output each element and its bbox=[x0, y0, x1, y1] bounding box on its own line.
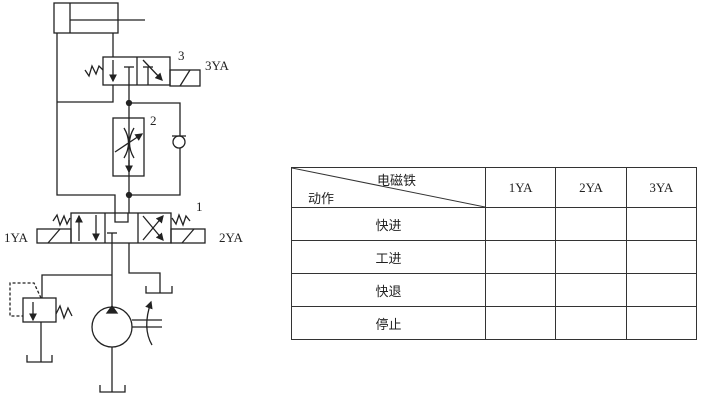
action-cell: 停止 bbox=[291, 306, 486, 340]
corner-top-label: 电磁铁 bbox=[377, 173, 417, 188]
table-row: 快退 bbox=[291, 273, 698, 307]
spring-icon bbox=[84, 64, 104, 78]
action-cell: 快退 bbox=[291, 273, 486, 307]
pump bbox=[91, 300, 162, 348]
solenoid-2ya-label: 2YA bbox=[219, 230, 243, 245]
cell bbox=[484, 240, 557, 274]
spring-icon bbox=[171, 213, 191, 227]
cell bbox=[625, 273, 698, 307]
cell bbox=[555, 306, 627, 340]
spring-icon bbox=[52, 213, 71, 227]
cell bbox=[625, 240, 698, 274]
cylinder bbox=[53, 2, 145, 34]
valve-3-label: 3 bbox=[178, 48, 185, 63]
table-row: 快进 bbox=[291, 207, 698, 241]
cell bbox=[625, 306, 698, 340]
check-valve bbox=[172, 135, 186, 149]
cell bbox=[555, 240, 627, 274]
table-row: 停止 bbox=[291, 306, 698, 340]
action-cell: 快进 bbox=[291, 207, 486, 241]
action-cell: 工进 bbox=[291, 240, 486, 274]
hydraulic-circuit bbox=[9, 2, 206, 393]
cell bbox=[484, 306, 557, 340]
corner-bottom-label: 动作 bbox=[308, 191, 335, 206]
directional-valve-3 bbox=[84, 56, 201, 87]
spring-icon bbox=[55, 304, 73, 320]
cell bbox=[555, 207, 627, 241]
corner-header-cell: 电磁铁 动作 bbox=[291, 167, 486, 208]
cell bbox=[484, 207, 557, 241]
solenoid-action-table: 电磁铁 动作 1YA 2YA 3YA 快进 工进 快退 停止 bbox=[291, 167, 698, 340]
directional-valve-1 bbox=[36, 212, 206, 244]
pipelines bbox=[26, 33, 181, 393]
solenoid-1ya-label: 1YA bbox=[4, 230, 28, 245]
solenoid-3ya-label: 3YA bbox=[205, 58, 229, 73]
cell bbox=[484, 273, 557, 307]
throttle-valve-2 bbox=[112, 117, 145, 177]
relief-valve bbox=[9, 282, 73, 323]
table-row: 工进 bbox=[291, 240, 698, 274]
cell bbox=[625, 207, 698, 241]
column-header: 1YA bbox=[484, 167, 557, 208]
cell bbox=[555, 273, 627, 307]
column-header: 3YA bbox=[625, 167, 698, 208]
column-header: 2YA bbox=[555, 167, 627, 208]
valve-2-label: 2 bbox=[150, 113, 157, 128]
valve-1-label: 1 bbox=[196, 199, 203, 214]
